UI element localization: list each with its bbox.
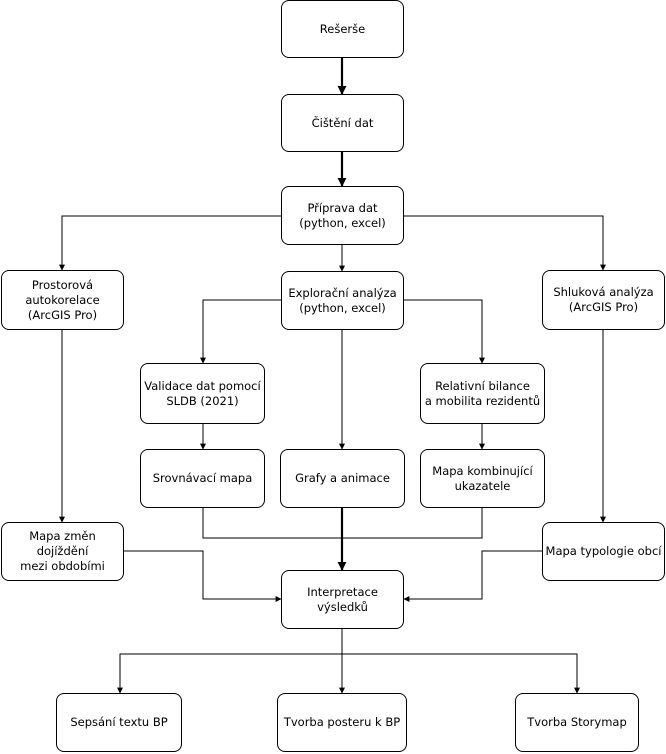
edge-explorace-bilance (403, 299, 485, 364)
edge-priprava-prostorova (59, 215, 281, 271)
node-tvorba-posteru: Tvorba posteru k BP (277, 693, 407, 752)
node-interpretace-vysledku: Interpretace výsledků (281, 570, 404, 629)
edge-interpretace-text (117, 653, 342, 694)
node-exploracni-analyza: Explorační analýza (python, excel) (281, 271, 404, 330)
edge-priprava-shlukova (403, 215, 606, 271)
node-validace-dat: Validace dat pomocí SLDB (2021) (140, 363, 265, 424)
node-reserse: Rešerše (281, 0, 404, 58)
node-sepsani-textu: Sepsání textu BP (56, 693, 182, 752)
edge-typologie-interpretace (403, 550, 542, 602)
node-tvorba-storymap: Tvorba Storymap (515, 693, 639, 752)
node-relativni-bilance: Relativní bilance a mobilita rezidentů (420, 363, 545, 424)
edge-explorace-validace (200, 299, 281, 364)
node-grafy-animace: Grafy a animace (280, 449, 405, 508)
edge-dojizdeni-interpretace (123, 550, 282, 602)
node-mapa-dojizdeni: Mapa změn dojíždění mezi obdobími (1, 522, 124, 581)
node-prostorova-autokorelace: Prostorová autokorelace (ArcGIS Pro) (1, 270, 124, 330)
node-mapa-typologie: Mapa typologie obcí (542, 522, 665, 581)
node-cisteni-dat: Čištění dat (281, 94, 404, 152)
node-priprava-dat: Příprava dat (python, excel) (281, 186, 404, 245)
node-mapa-kombinujici: Mapa kombinující ukazatele (420, 449, 545, 508)
node-srovnavaci-mapa: Srovnávací mapa (140, 449, 265, 508)
node-shlukova-analyza: Shluková analýza (ArcGIS Pro) (542, 270, 665, 330)
edge-interpretace-storymap (342, 653, 580, 694)
